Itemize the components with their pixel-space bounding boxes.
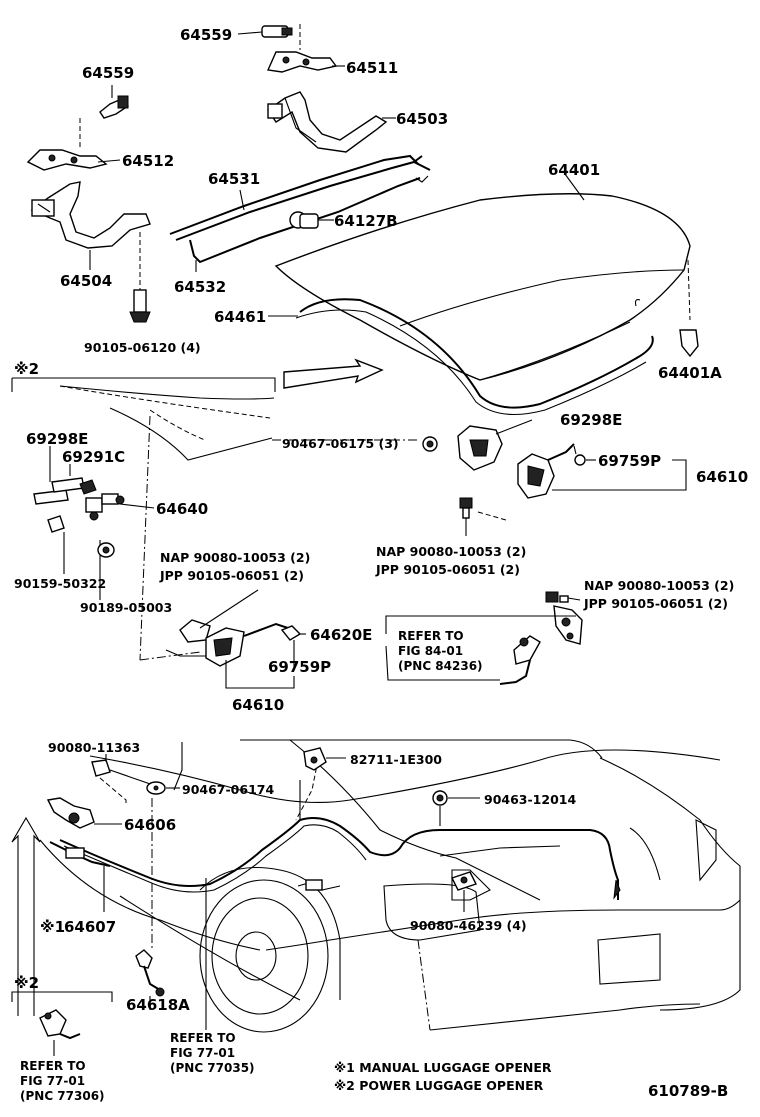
label-64606: 64606 [124, 816, 176, 834]
trunk-lid-64401 [274, 193, 691, 381]
label-nap-right: NAP 90080-10053 (2) [584, 578, 734, 593]
torsion-rods [169, 154, 431, 264]
label-64610-right: 64610 [696, 468, 748, 486]
ref-77-mid-line2: FIG 77-01 [170, 1046, 235, 1060]
hinge-arm-64503 [267, 91, 388, 153]
ref-77-mid-line3: (PNC 77035) [170, 1061, 255, 1075]
lock-64620e [553, 605, 583, 645]
label-69298e-right: 69298E [560, 411, 622, 429]
label-jpp-right: JPP 90105-06051 (2) [583, 596, 728, 611]
label-64532: 64532 [174, 278, 226, 296]
label-64511: 64511 [346, 59, 398, 77]
clip-64401a [679, 329, 699, 358]
label-nap-mid-left: NAP 90080-10053 (2) [160, 550, 310, 565]
label-90463-12014: 90463-12014 [484, 792, 576, 807]
pins-69298e-left [33, 477, 97, 505]
bolt-64559-left [99, 95, 129, 119]
stopper-64127b [289, 211, 319, 229]
lock-assembly-right [457, 425, 503, 471]
label-69759p-low: 69759P [268, 658, 331, 676]
label-90080-11363: 90080-11363 [48, 740, 140, 755]
power-opener-part [39, 1009, 81, 1040]
label-64559-left: 64559 [82, 64, 134, 82]
ref-77-mid-line1: REFER TO [170, 1031, 236, 1045]
label-90105-06120: 90105-06120 (4) [84, 340, 201, 355]
clip-69759p-low [280, 625, 302, 641]
label-64512: 64512 [122, 152, 174, 170]
rear-wheel [199, 867, 341, 1033]
label-82711-1e300: 82711-1E300 [350, 752, 442, 767]
hinge-64511 [266, 51, 338, 73]
cable-64607 [49, 841, 111, 867]
label-90467-06175: 90467-06175 (3) [282, 436, 399, 451]
hinge-64512 [26, 149, 108, 171]
car-body-outline [39, 739, 741, 1031]
bracket-64640 [85, 493, 125, 521]
mark-2-top: ※2 [14, 360, 39, 378]
legend-manual-opener: ※1 MANUAL LUGGAGE OPENER [334, 1060, 552, 1075]
ref-84-line2: FIG 84-01 [398, 644, 463, 658]
weatherstrip-64461 [295, 298, 654, 415]
view-arrow-up [11, 816, 41, 1016]
grommet-90189-05003 [97, 542, 115, 558]
label-jpp-mid-right: JPP 90105-06051 (2) [375, 562, 520, 577]
label-69298e-left: 69298E [26, 430, 88, 448]
label-64461: 64461 [214, 308, 266, 326]
label-90189-05003: 90189-05003 [80, 600, 172, 615]
nut-90467-06175 [422, 436, 438, 452]
nut-90467-06174 [146, 781, 166, 795]
label-jpp-mid-left: JPP 90105-06051 (2) [159, 568, 304, 583]
label-90467-06174: 90467-06174 [182, 782, 274, 797]
label-64504: 64504 [60, 272, 112, 290]
ref-84-line1: REFER TO [398, 629, 464, 643]
label-69291c: 69291C [62, 448, 125, 466]
legend-power-opener: ※2 POWER LUGGAGE OPENER [334, 1078, 544, 1093]
label-64531: 64531 [208, 170, 260, 188]
label-64401: 64401 [548, 161, 600, 179]
bolt-mid-right [459, 497, 473, 519]
bolt-90080-11363 [91, 759, 111, 777]
figure-id: 610789-B [648, 1082, 728, 1100]
label-64503: 64503 [396, 110, 448, 128]
bolt-90080-46239 [451, 871, 477, 891]
lever-64606 [46, 797, 95, 829]
mark-1-label: ※1 [40, 918, 65, 936]
cable-end-body [297, 879, 341, 891]
label-64618a: 64618A [126, 996, 190, 1014]
ref-77-left-line3: (PNC 77306) [20, 1089, 105, 1103]
label-64127b: 64127B [334, 212, 398, 230]
clamp-90463-12014 [432, 790, 448, 806]
bolt-90105-06120 [129, 289, 151, 323]
label-64610-low: 64610 [232, 696, 284, 714]
clamp-82711-1e300 [303, 747, 327, 771]
label-64607: 64607 [64, 918, 116, 936]
label-64401a: 64401A [658, 364, 722, 382]
ref-77-left-line2: FIG 77-01 [20, 1074, 85, 1088]
label-69759p-right: 69759P [598, 452, 661, 470]
bolt-upper-right [545, 591, 569, 603]
view-arrow-right [283, 358, 384, 389]
lock-64610-right [517, 443, 575, 499]
label-64559-top: 64559 [180, 26, 232, 44]
ref-77-left-line1: REFER TO [20, 1059, 86, 1073]
label-90080-46239: 90080-46239 (4) [410, 918, 527, 933]
label-nap-mid-right: NAP 90080-10053 (2) [376, 544, 526, 559]
lid-partial-left [59, 385, 275, 461]
bolt-64559-top [261, 25, 293, 38]
screw-90159-50322 [47, 515, 65, 533]
label-64620e: 64620E [310, 626, 372, 644]
label-64640: 64640 [156, 500, 208, 518]
mark-2-bottom: ※2 [14, 974, 39, 992]
hinge-arm-64504 [30, 181, 151, 249]
label-90159-50322: 90159-50322 [14, 576, 106, 591]
solenoid-cable [499, 635, 541, 685]
ref-84-line3: (PNC 84236) [398, 659, 483, 673]
release-cable [59, 759, 621, 900]
switch-64618a [135, 949, 165, 997]
